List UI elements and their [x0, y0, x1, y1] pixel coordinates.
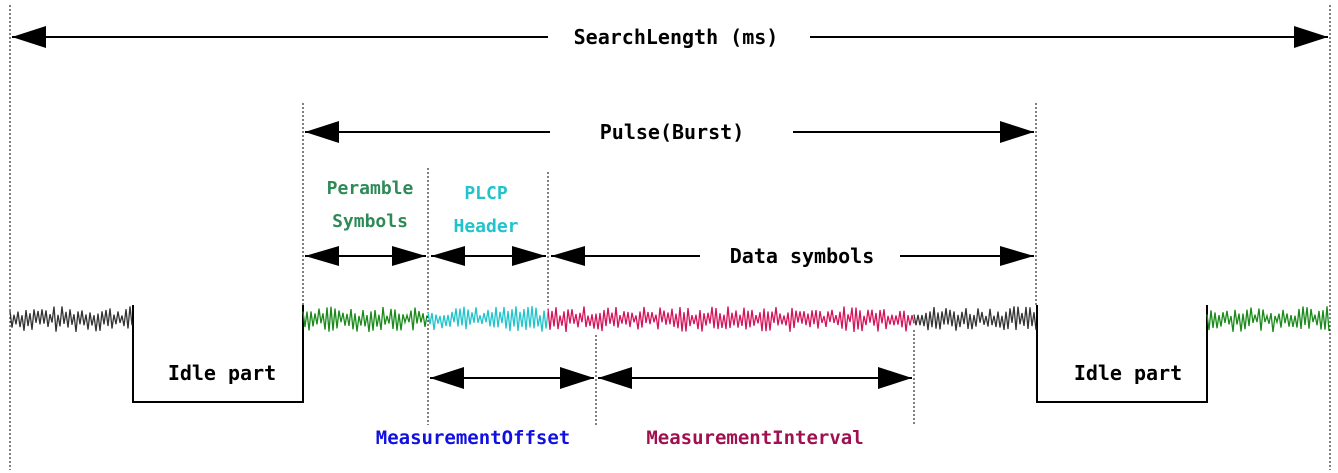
- preamble-arrowhead-right: [392, 246, 426, 266]
- pulse-arrowhead-right: [1000, 121, 1034, 143]
- measurement-arrows: [430, 367, 912, 389]
- noise-segment-plcp: [427, 306, 549, 332]
- plcp-arrowhead-right: [512, 246, 546, 266]
- measurement-offset-arrowhead-right: [560, 367, 594, 389]
- noise-segment-tail: [913, 306, 1037, 331]
- search-length-arrowhead-left: [12, 26, 46, 48]
- noise-segment-data: [547, 306, 915, 332]
- idle-box-right: [1036, 305, 1208, 403]
- idle-part-label-left: Idle part: [168, 361, 276, 385]
- plcp-label-line2: Header: [453, 216, 518, 237]
- data-arrowhead-right: [1000, 246, 1034, 266]
- plcp-label-line1: PLCP: [464, 183, 508, 204]
- pulse-arrowhead-left: [305, 121, 339, 143]
- measurement-interval-arrowhead-left: [598, 367, 632, 389]
- guide-lines: [9, 5, 1331, 470]
- noise-segment-idle-left: [9, 306, 133, 332]
- noise-segment-preamble: [302, 306, 428, 332]
- preamble-arrowhead-left: [305, 246, 339, 266]
- data-arrowhead-left: [551, 246, 585, 266]
- pulse-label: Pulse(Burst): [600, 120, 745, 144]
- preamble-label-line1: Peramble: [327, 178, 414, 199]
- preamble-label-line2: Symbols: [332, 211, 408, 232]
- pulse-arrow: [305, 121, 1034, 143]
- idle-box-left: [132, 305, 304, 403]
- data-symbols-label: Data symbols: [730, 244, 875, 268]
- measurement-interval-arrowhead-right: [878, 367, 912, 389]
- search-length-arrowhead-right: [1294, 26, 1328, 48]
- measurement-offset-arrowhead-left: [430, 367, 464, 389]
- idle-part-label-right: Idle part: [1074, 361, 1182, 385]
- segment-arrows: [305, 246, 1034, 266]
- search-length-label: SearchLength (ms): [574, 25, 779, 49]
- signal-waveform: [9, 306, 1330, 333]
- measurement-offset-label: MeasurementOffset: [376, 427, 570, 449]
- measurement-interval-label: MeasurementInterval: [646, 427, 863, 449]
- plcp-arrowhead-left: [431, 246, 465, 266]
- search-length-arrow: [12, 26, 1328, 48]
- noise-segment-idle-right: [1206, 306, 1330, 333]
